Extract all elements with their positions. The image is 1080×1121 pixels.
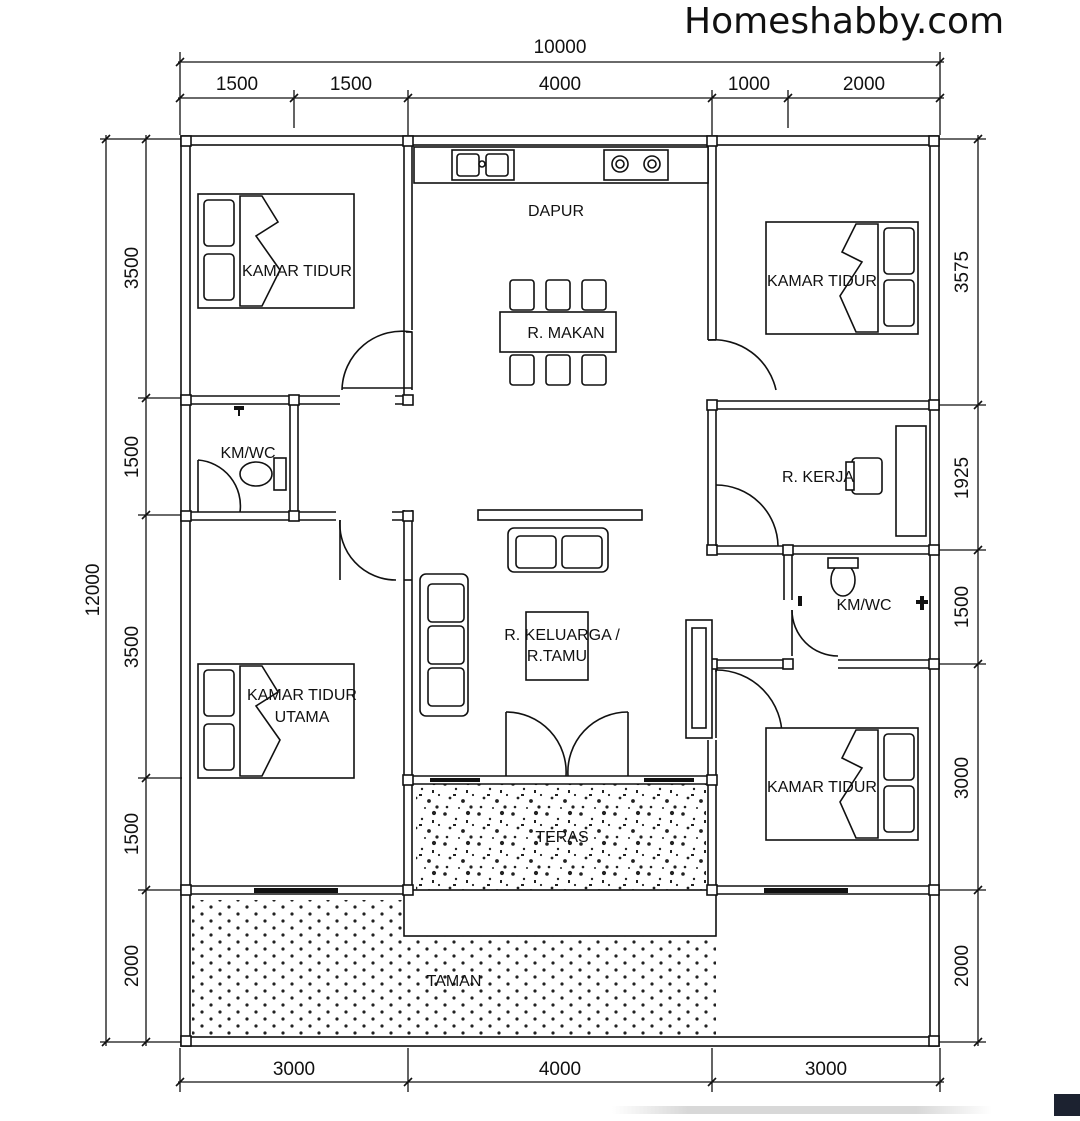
label-km-wc-right: KM/WC <box>836 597 891 614</box>
label-r-kerja: R. KERJA <box>782 469 854 486</box>
teras-step <box>403 889 717 937</box>
dim-left-total: 12000 <box>83 564 104 617</box>
dim-top-5: 2000 <box>843 74 885 95</box>
dim-right-3: 1500 <box>952 586 973 628</box>
dim-left-3: 3500 <box>122 626 143 668</box>
dim-top-2: 1500 <box>330 74 372 95</box>
dim-bottom-1: 3000 <box>273 1059 315 1080</box>
label-r-makan: R. MAKAN <box>527 325 604 342</box>
teras-area <box>416 784 706 890</box>
label-km-wc-left: KM/WC <box>220 445 275 462</box>
corner-artifact <box>1054 1094 1080 1116</box>
label-dapur: DAPUR <box>528 203 584 220</box>
dim-top-4: 1000 <box>728 74 770 95</box>
bottom-artifact <box>612 1106 992 1114</box>
dim-right-5: 2000 <box>952 945 973 987</box>
windows <box>254 778 848 893</box>
doors <box>197 330 839 777</box>
fixtures <box>234 406 928 610</box>
dim-bottom-2: 4000 <box>539 1059 581 1080</box>
dim-top-total: 10000 <box>534 37 587 58</box>
label-teras: TERAS <box>535 829 588 846</box>
dim-left-1: 3500 <box>122 247 143 289</box>
label-kamar-tidur-top-right: KAMAR TIDUR <box>767 273 877 290</box>
watermark-text: Homeshabby.com <box>684 1 1005 42</box>
dimension-ticks <box>101 57 983 1087</box>
furniture <box>197 146 927 841</box>
dim-right-2: 1925 <box>952 457 973 499</box>
dim-left-2: 1500 <box>122 436 143 478</box>
label-r-keluarga: R. KELUARGA / <box>504 627 620 644</box>
dim-top-3: 4000 <box>539 74 581 95</box>
label-kamar-tidur-utama-1: KAMAR TIDUR <box>247 687 357 704</box>
dim-right-1: 3575 <box>952 251 973 293</box>
dim-left-4: 1500 <box>122 813 143 855</box>
label-kamar-tidur-bottom-right: KAMAR TIDUR <box>767 779 877 796</box>
columns <box>180 135 940 1047</box>
dim-bottom-3: 3000 <box>805 1059 847 1080</box>
dim-left-5: 2000 <box>122 945 143 987</box>
label-r-tamu: R.TAMU <box>527 648 587 665</box>
dim-right-4: 3000 <box>952 757 973 799</box>
walls <box>180 135 940 1047</box>
label-kamar-tidur-utama-2: UTAMA <box>275 709 330 726</box>
dim-top-1: 1500 <box>216 74 258 95</box>
label-kamar-tidur-top-left: KAMAR TIDUR <box>242 263 352 280</box>
label-taman: TAMAN <box>427 973 482 990</box>
